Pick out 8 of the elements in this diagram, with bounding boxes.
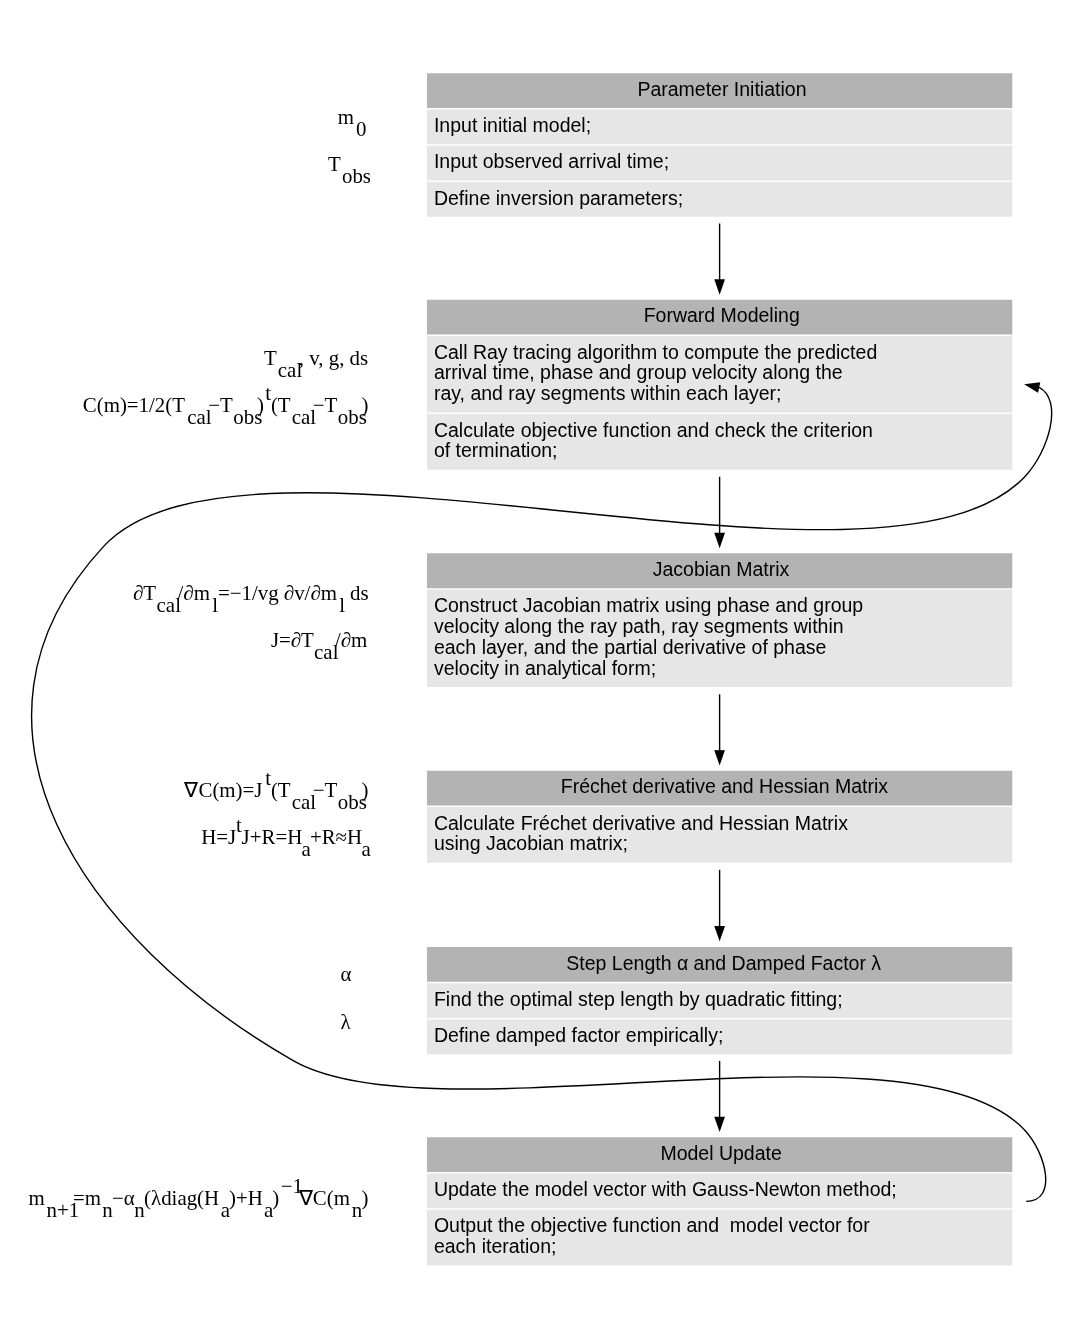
arrow [714,693,725,765]
node-label: λ [340,1009,351,1034]
arrow [714,475,725,548]
arrow [714,222,725,295]
arrow [714,1059,725,1132]
node-label: α [340,961,352,986]
arrow [714,868,725,941]
arrow [31,381,1053,1202]
